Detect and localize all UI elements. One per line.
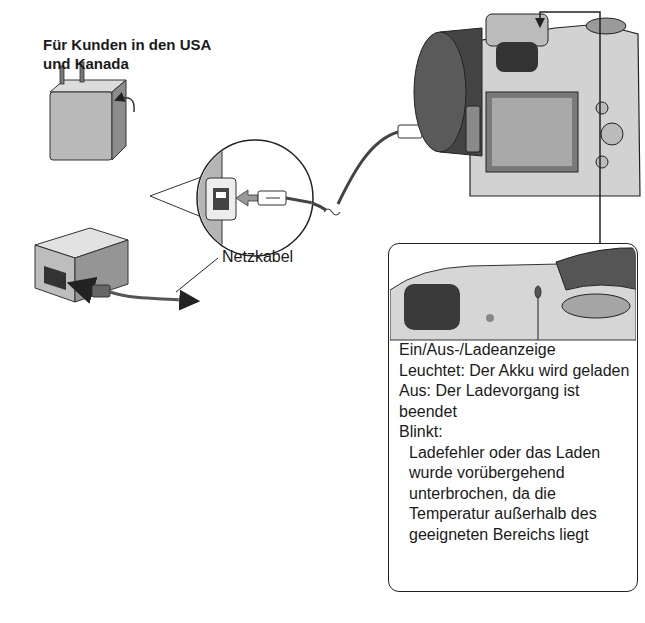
- eyecup: [404, 284, 460, 330]
- usb-symbol: [216, 192, 226, 198]
- camera-button: [596, 156, 608, 168]
- charge-lamp: [535, 286, 541, 298]
- reference-arrow: [540, 12, 600, 243]
- fold-arrow: [116, 98, 134, 112]
- control-wheel: [601, 123, 623, 145]
- indicator-name: Ein/Aus-/Ladeanzeige: [399, 340, 631, 361]
- zoom-wedge: [150, 176, 204, 218]
- camera: [414, 14, 640, 196]
- insert-arrow: [236, 190, 258, 206]
- lens-closeup: [556, 248, 636, 290]
- lens-front: [414, 32, 466, 152]
- magnifier-content: [190, 140, 330, 260]
- cable-break: [324, 209, 340, 215]
- usb-port: [206, 178, 236, 220]
- viewfinder-hump: [486, 14, 548, 46]
- leader-line: [176, 258, 218, 292]
- mode-dial: [586, 18, 626, 34]
- usb-plug: [258, 191, 286, 205]
- adapter-front: [35, 245, 75, 302]
- magnifier-circle: [197, 140, 313, 256]
- eyepiece: [496, 42, 538, 72]
- eu-adapter: [35, 228, 218, 302]
- camera-button: [486, 314, 494, 322]
- adapter-front: [50, 92, 112, 160]
- camera-body: [470, 24, 640, 196]
- closeup: [390, 248, 636, 340]
- us-adapter: [50, 62, 134, 160]
- cable-segment: [312, 203, 326, 210]
- lcd-screen: [486, 92, 578, 172]
- mode-dial: [562, 294, 630, 318]
- port-cover: [466, 106, 480, 152]
- usb-cable: [286, 198, 330, 206]
- part-label: Netzkabel: [222, 247, 322, 266]
- status-text: Ladefehler oder das Laden wurde vorüberg…: [399, 443, 631, 546]
- callout-box: Ein/Aus-/LadeanzeigeLeuchtet: Der Akku w…: [388, 243, 638, 592]
- socket-arrow: [72, 284, 92, 290]
- cord-plug: [92, 285, 110, 297]
- zoom-pointer: [150, 176, 204, 218]
- usb-slot: [213, 188, 229, 210]
- cord-arrow: [178, 300, 196, 301]
- status-text: Leuchtet: Der Akku wird geladen: [399, 361, 631, 382]
- region-heading: Für Kunden in den USA und Kanada: [43, 35, 238, 73]
- power-cord: [110, 292, 182, 300]
- leader-line: [538, 297, 539, 340]
- status-text: Aus: Der Ladevorgang ist beendet: [399, 381, 631, 422]
- usb-plug-mark: [266, 198, 280, 199]
- adapter-side: [75, 240, 128, 302]
- cable-segment: [338, 132, 398, 204]
- adapter-side: [112, 80, 126, 160]
- status-text: Blinkt:: [399, 422, 631, 443]
- lcd-glass: [492, 98, 572, 166]
- power-socket: [44, 266, 66, 290]
- camera-button: [596, 102, 608, 114]
- magnifier: [190, 140, 330, 260]
